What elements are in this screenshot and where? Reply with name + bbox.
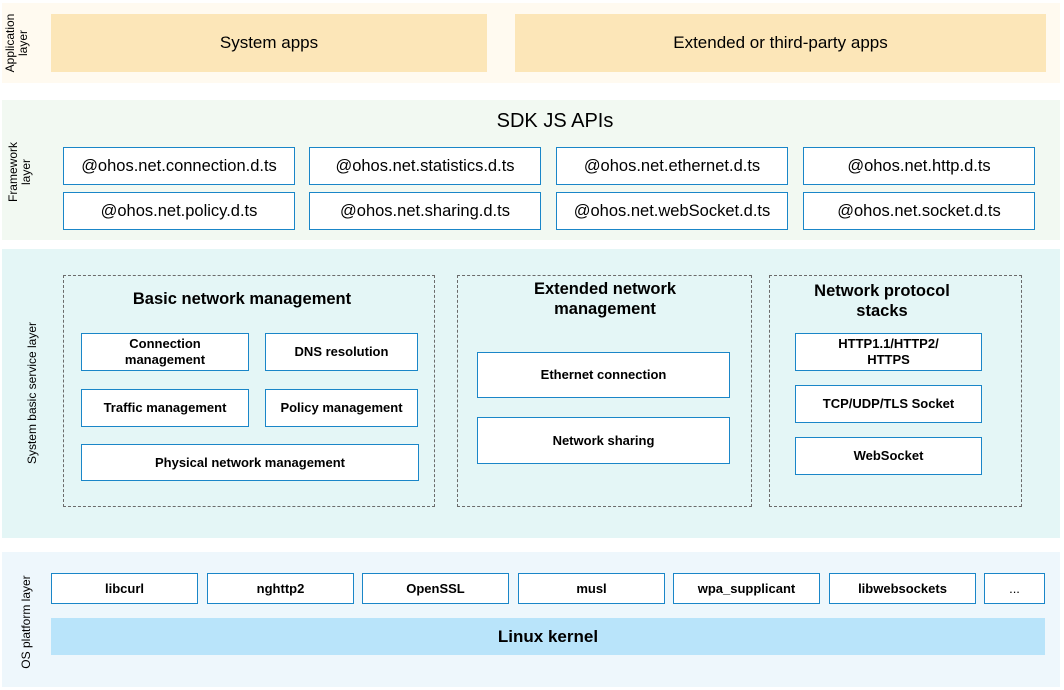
network-protocol-stacks-group [769, 275, 1022, 507]
sdk-js-apis-title: SDK JS APIs [496, 110, 614, 132]
api-websocket: @ohos.net.webSocket.d.ts [556, 192, 788, 230]
lib-openssl: OpenSSL [362, 573, 509, 604]
connection-management-box: Connection management [81, 333, 249, 371]
ethernet-connection-box: Ethernet connection [477, 352, 730, 398]
network-protocol-stacks-title: Network protocol stacks [814, 282, 950, 320]
policy-management-box: Policy management [265, 389, 418, 427]
basic-network-management-title: Basic network management [132, 290, 352, 308]
lib-libcurl: libcurl [51, 573, 198, 604]
third-party-apps-box: Extended or third-party apps [515, 14, 1046, 72]
basic-network-management-group [63, 275, 435, 507]
extended-network-management-title: Extended network management [533, 280, 677, 318]
websocket-box: WebSocket [795, 437, 982, 475]
api-connection: @ohos.net.connection.d.ts [63, 147, 295, 185]
lib-musl: musl [518, 573, 665, 604]
lib-nghttp2: nghttp2 [207, 573, 354, 604]
framework-layer-label: Framework layer [6, 142, 33, 203]
system-layer-label: System basic service layer [24, 321, 39, 465]
api-statistics: @ohos.net.statistics.d.ts [309, 147, 541, 185]
lib-libwebsockets: libwebsockets [829, 573, 976, 604]
physical-network-management-box: Physical network management [81, 444, 419, 481]
dns-resolution-box: DNS resolution [265, 333, 418, 371]
api-socket: @ohos.net.socket.d.ts [803, 192, 1035, 230]
lib-wpa-supplicant: wpa_supplicant [673, 573, 820, 604]
linux-kernel-box: Linux kernel [51, 618, 1045, 655]
api-policy: @ohos.net.policy.d.ts [63, 192, 295, 230]
system-apps-box: System apps [51, 14, 487, 72]
application-layer-label: Application layer [3, 13, 30, 73]
http-box: HTTP1.1/HTTP2/ HTTPS [795, 333, 982, 371]
api-ethernet: @ohos.net.ethernet.d.ts [556, 147, 788, 185]
extended-network-management-group [457, 275, 752, 507]
api-http: @ohos.net.http.d.ts [803, 147, 1035, 185]
api-sharing: @ohos.net.sharing.d.ts [309, 192, 541, 230]
os-platform-layer-label: OS platform layer [18, 575, 33, 669]
tcp-udp-tls-socket-box: TCP/UDP/TLS Socket [795, 385, 982, 423]
network-sharing-box: Network sharing [477, 417, 730, 464]
lib-more: ... [984, 573, 1045, 604]
traffic-management-box: Traffic management [81, 389, 249, 427]
